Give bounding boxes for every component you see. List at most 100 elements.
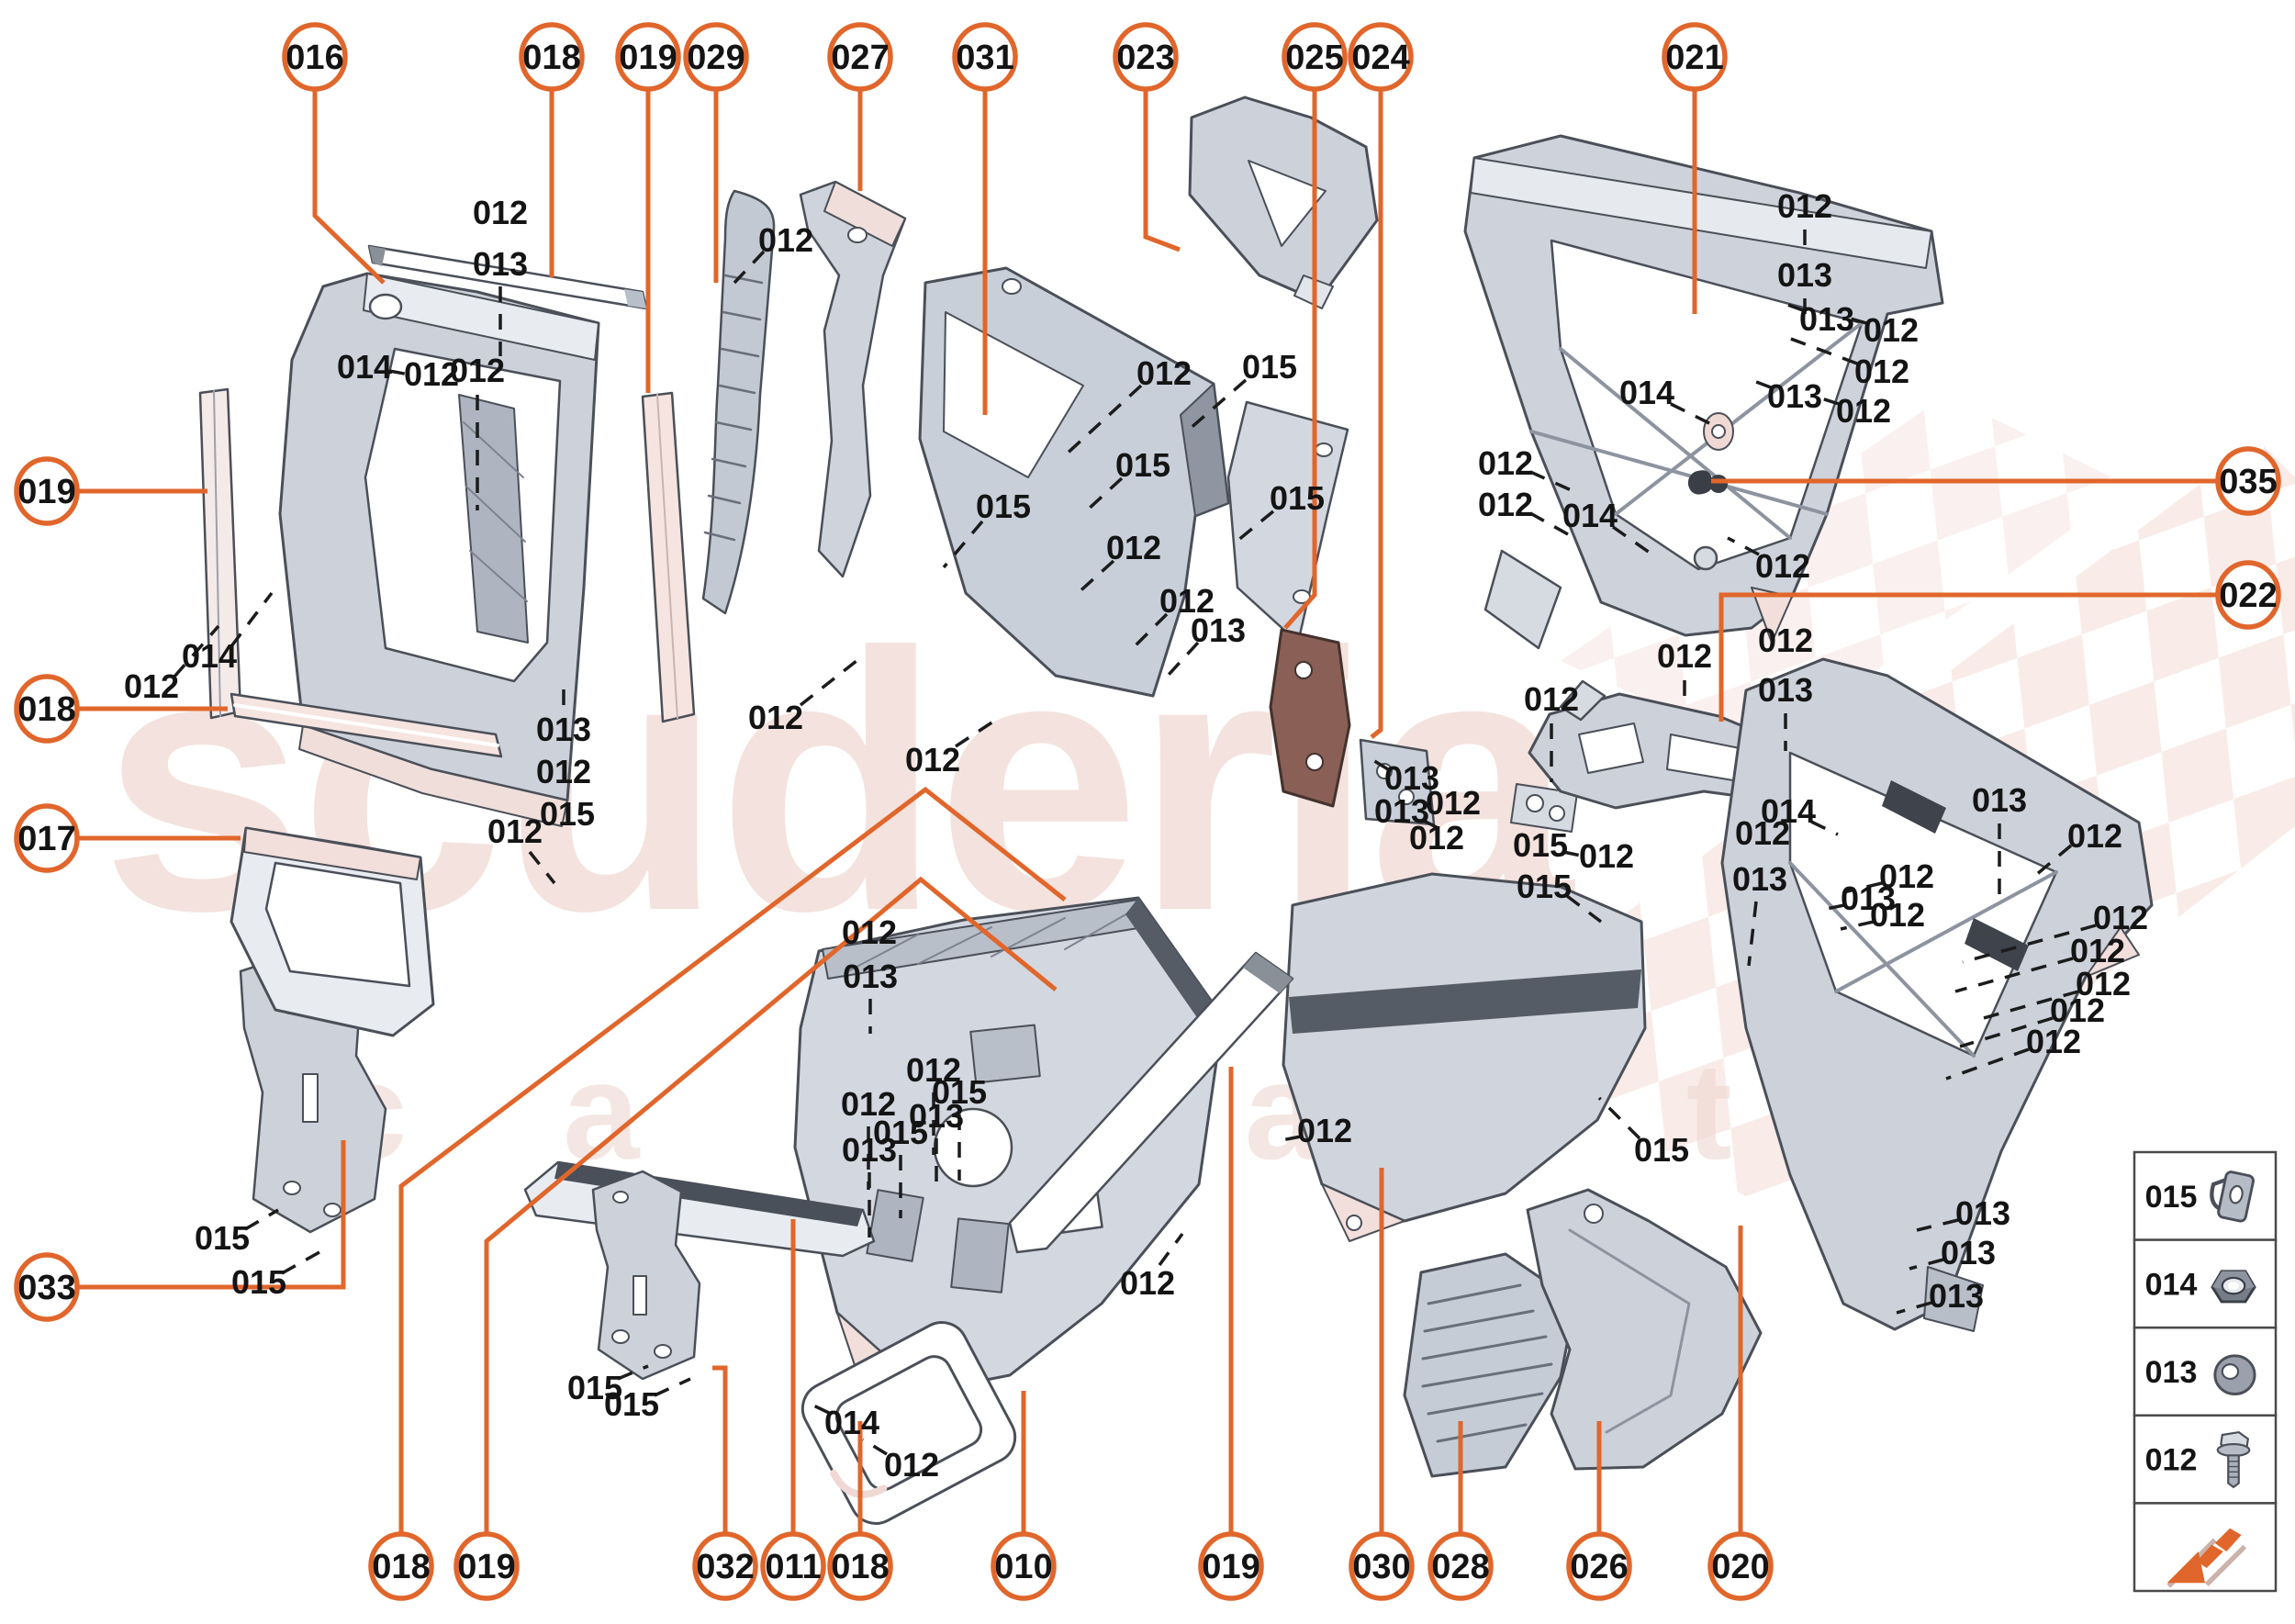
callout-023: 023 — [1113, 22, 1179, 92]
part-label: 012 — [842, 913, 897, 951]
label-dash — [2029, 844, 2073, 881]
callout-021: 021 — [1662, 22, 1728, 92]
part-label: 012 — [758, 221, 813, 259]
part-label: 012 — [536, 753, 591, 790]
callout-019-left: 019 — [14, 456, 80, 526]
label-dash — [955, 716, 1000, 748]
label-dash — [1846, 316, 1867, 325]
callout-circle — [683, 22, 749, 92]
part-label: 012 — [1426, 784, 1481, 822]
part-duct-030 — [1282, 872, 1647, 1242]
part-label: 013 — [842, 1131, 897, 1169]
label-dash — [1817, 903, 1845, 913]
legend-cell — [2133, 1414, 2278, 1505]
callout-circle — [1566, 1531, 1632, 1601]
part-label: 012 — [487, 812, 543, 850]
callout-number: 019 — [457, 1548, 515, 1586]
callout-number: 019 — [1202, 1548, 1259, 1586]
label-dash — [388, 369, 410, 376]
callout-025: 025 — [1282, 22, 1348, 92]
part-label: 015 — [231, 1263, 286, 1301]
callout-circle — [14, 803, 80, 873]
callout-number: 031 — [956, 39, 1013, 77]
part-label: 015 — [1242, 348, 1297, 386]
part-label: 012 — [2070, 932, 2125, 969]
label-dash — [173, 624, 220, 678]
part-label: 015 — [195, 1219, 250, 1257]
label-dash — [1962, 924, 2097, 964]
label-dash — [862, 1438, 888, 1456]
part-label: 012 — [1870, 896, 1925, 934]
leader-line-019-bottom-1 — [484, 876, 1058, 1536]
part-label: 013 — [1732, 860, 1787, 898]
label-dash — [1236, 510, 1275, 543]
label-dash — [1751, 378, 1772, 389]
callout-028: 028 — [1427, 1531, 1494, 1601]
leader-line-016 — [312, 87, 386, 285]
callout-018-bottom-1: 018 — [368, 1531, 434, 1601]
part-label: 015 — [1517, 868, 1572, 905]
part-label: 015 — [540, 795, 595, 833]
callout-circle — [453, 1531, 520, 1601]
callout-circle — [827, 22, 893, 92]
label-dash — [1187, 378, 1248, 431]
part-label: 012 — [1120, 1264, 1175, 1302]
callout-circle — [368, 1531, 434, 1601]
label-dash — [1916, 1218, 1959, 1232]
part-panel-010 — [793, 896, 1225, 1396]
label-dash — [1074, 559, 1115, 597]
watermark-checker-band-2 — [1561, 395, 2130, 753]
part-label: 012 — [2067, 817, 2122, 855]
part-frame-020 — [1720, 657, 2154, 1332]
callout-number: 020 — [1711, 1548, 1769, 1586]
callout-circle — [1348, 22, 1414, 92]
part-label: 015 — [1270, 479, 1325, 517]
legend-number: 015 — [2145, 1180, 2198, 1215]
callout-circle — [1427, 1531, 1494, 1601]
label-dash — [1158, 1232, 1184, 1267]
part-label: 012 — [1159, 582, 1215, 620]
callout-number: 030 — [1352, 1548, 1410, 1586]
part-label: 013 — [473, 245, 528, 283]
callout-number: 024 — [1351, 39, 1409, 77]
part-label: 012 — [748, 699, 803, 736]
washer-icon — [2213, 1354, 2256, 1395]
callout-019-bottom-2: 019 — [1198, 1531, 1264, 1601]
label-dash — [1131, 612, 1169, 650]
part-label: 013 — [1799, 300, 1854, 338]
callout-022: 022 — [2215, 560, 2281, 630]
callout-number: 029 — [687, 39, 744, 77]
callout-circle — [1662, 22, 1728, 92]
label-dash — [1747, 901, 1758, 967]
part-strip-019-right — [641, 391, 696, 723]
label-dash — [1529, 511, 1569, 536]
leader-lines — [77, 87, 2218, 1536]
label-dash — [1670, 402, 1712, 426]
leader-line-025 — [1283, 87, 1317, 630]
label-dash — [942, 520, 984, 569]
label-dash — [1787, 336, 1858, 365]
part-label: 012 — [1735, 814, 1790, 852]
callout-circle — [760, 1531, 826, 1601]
label-dash — [1840, 920, 1875, 931]
part-label: 013 — [1941, 1234, 1996, 1271]
callout-number: 018 — [17, 690, 75, 729]
part-label: 013 — [1929, 1277, 1984, 1315]
leader-line-023 — [1143, 87, 1181, 252]
label-dash — [1973, 990, 2079, 1023]
legend-number: 012 — [2145, 1443, 2198, 1478]
part-label: 013 — [1841, 879, 1896, 917]
callout-circle — [615, 22, 681, 92]
label-dash — [1562, 850, 1582, 857]
part-label: 013 — [1384, 759, 1439, 797]
part-arm-026 — [1526, 1188, 1763, 1471]
part-label: 014 — [182, 637, 237, 675]
callout-027: 027 — [827, 22, 893, 92]
part-label: 012 — [1879, 857, 1934, 895]
part-label: 012 — [905, 741, 960, 778]
label-dash — [1815, 395, 1840, 406]
callout-033: 033 — [14, 1252, 80, 1322]
label-dash — [1565, 894, 1603, 924]
part-label: 015 — [1634, 1131, 1689, 1169]
